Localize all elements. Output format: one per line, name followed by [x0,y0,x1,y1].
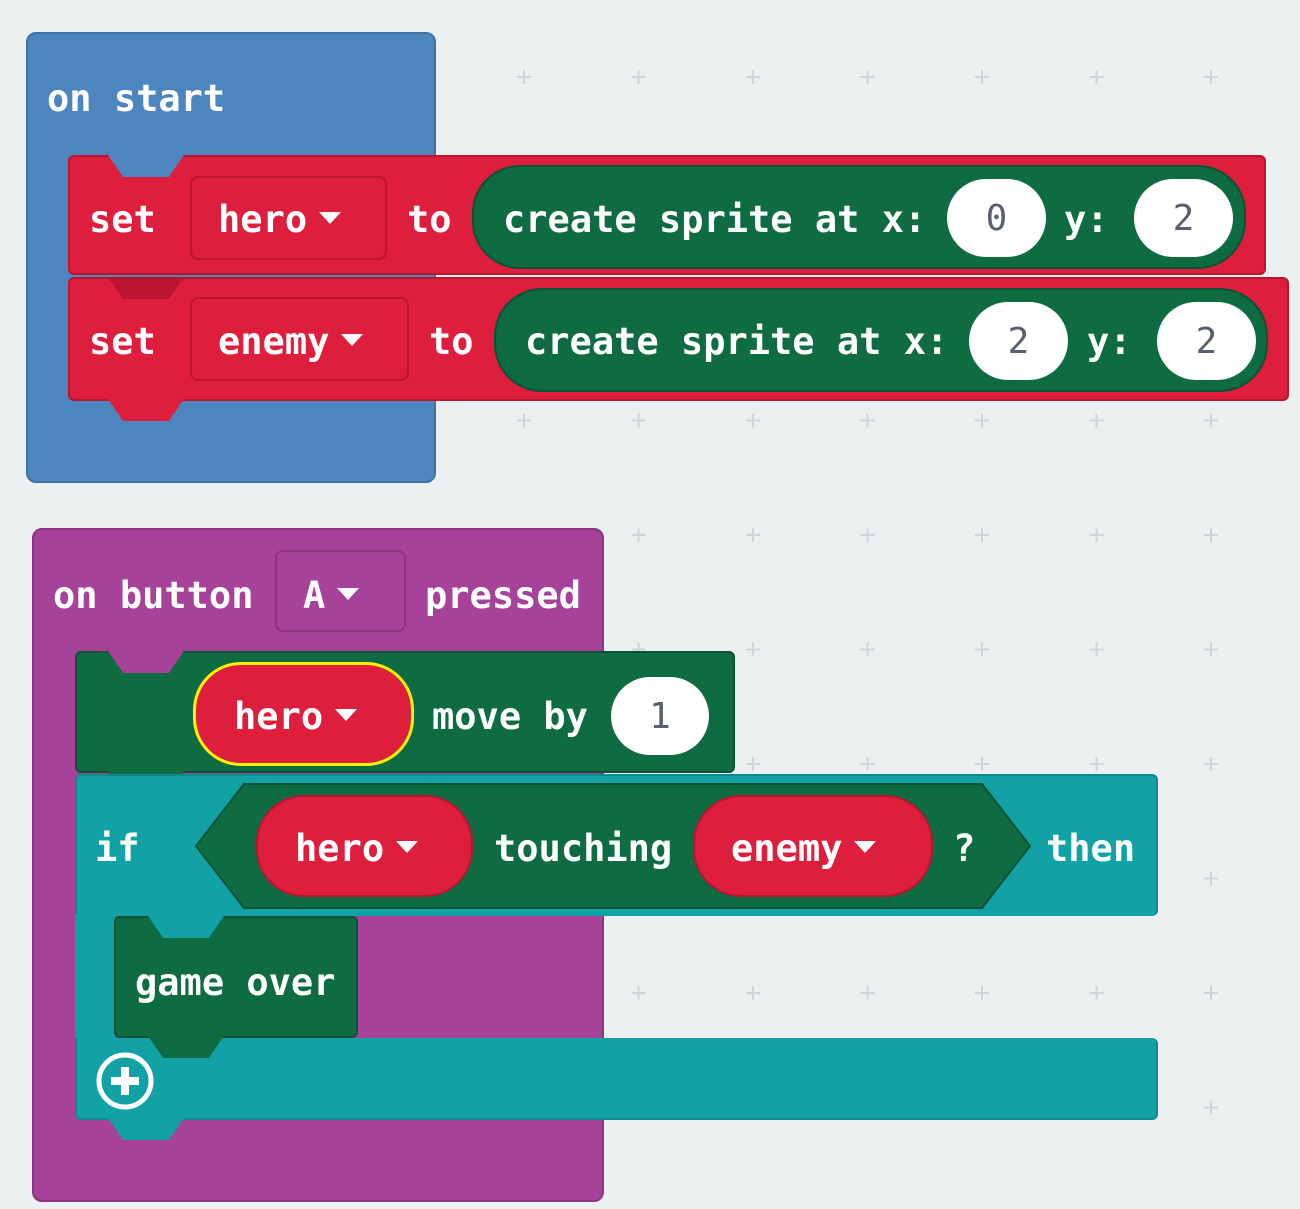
grid-cross [1204,871,1218,886]
dropdown-arrow-icon [854,840,877,853]
grid-cross [860,642,875,657]
button-dropdown-label: A [303,577,360,614]
hero-variable-reporter[interactable] [193,662,414,766]
connector-notch [108,399,184,421]
create-sprite-label: create sprite at x: [503,198,927,241]
hero-dropdown-label: hero [218,201,342,238]
grid-cross [975,986,989,1000]
grid-cross [746,642,760,657]
enemy-touching-label: enemy [731,830,877,867]
dropdown-arrow-icon [341,333,364,346]
dropdown-arrow-icon [396,840,419,853]
y-label: y: [1064,198,1109,241]
enemy-variable-dropdown[interactable] [190,297,409,381]
grid-cross [1089,413,1104,428]
grid-cross [517,413,531,428]
create-sprite-hero-block[interactable] [472,165,1246,269]
grid-cross [631,70,646,84]
grid-cross [631,986,646,1000]
game-over-block[interactable] [114,916,358,1038]
grid-cross [746,70,760,84]
question-mark-label: ? [953,827,976,870]
dropdown-arrow-icon [335,708,358,721]
create-sprite-enemy-block[interactable] [494,288,1268,392]
grid-cross [517,70,531,84]
hero-touching-reporter[interactable] [256,795,473,897]
grid-cross [746,528,760,542]
set-label: set [89,320,156,363]
connector-notch [108,651,184,673]
hero-touching-label: hero [295,830,419,867]
grid-cross [1204,1100,1218,1115]
if-block-left-arm [75,914,115,1040]
grid-cross [975,413,989,428]
hero-reporter-label: hero [234,698,358,735]
to-label: to [407,198,452,241]
y-value-input[interactable]: 2 [1134,179,1233,257]
then-label: then [1046,827,1136,870]
hero-variable-dropdown[interactable] [190,176,387,260]
grid-cross [860,757,875,771]
touching-label: touching [494,827,673,870]
button-dropdown[interactable] [275,550,406,632]
grid-cross [860,70,875,84]
on-start-label: on start [47,77,226,120]
y-label: y: [1087,320,1132,363]
grid-cross [1089,757,1104,771]
dropdown-arrow-icon [319,211,342,224]
on-button-label: on button [53,574,254,617]
grid-cross [1204,413,1218,428]
grid-cross [1089,528,1104,542]
grid-cross [860,528,875,542]
add-circle-icon[interactable] [95,1051,155,1111]
grid-cross [631,528,646,542]
grid-cross [1204,986,1218,1000]
grid-cross [746,757,760,771]
grid-cross [746,986,760,1000]
x-value-input[interactable]: 0 [947,179,1046,257]
connector-notch [148,1036,224,1058]
pressed-label: pressed [425,574,581,617]
if-block-bottom [75,1038,1158,1120]
grid-cross [1204,642,1218,657]
grid-cross [860,413,875,428]
connector-notch [108,1118,184,1140]
grid-cross [975,70,989,84]
dropdown-arrow-icon [337,587,360,600]
grid-cross [860,986,875,1000]
grid-cross [1089,986,1104,1000]
set-label: set [89,198,156,241]
y-value-input[interactable]: 2 [1157,302,1256,380]
grid-cross [746,413,760,428]
create-sprite-label: create sprite at x: [525,320,949,363]
grid-cross [1204,70,1218,84]
connector-notch [108,277,184,299]
connector-notch [108,155,184,177]
enemy-dropdown-label: enemy [218,323,364,360]
connector-notch [148,916,224,938]
game-over-label: game over [135,961,336,1004]
move-by-label: move by [432,695,588,738]
if-label: if [95,827,140,870]
grid-cross [1089,642,1104,657]
grid-cross [975,642,989,657]
grid-cross [1089,70,1104,84]
x-value-input[interactable]: 2 [969,302,1068,380]
grid-cross [631,413,646,428]
grid-cross [1204,757,1218,771]
to-label: to [429,320,474,363]
move-value-input[interactable]: 1 [611,677,709,755]
enemy-touching-reporter[interactable] [693,795,933,897]
grid-cross [1204,528,1218,542]
grid-cross [975,528,989,542]
grid-cross [975,757,989,771]
